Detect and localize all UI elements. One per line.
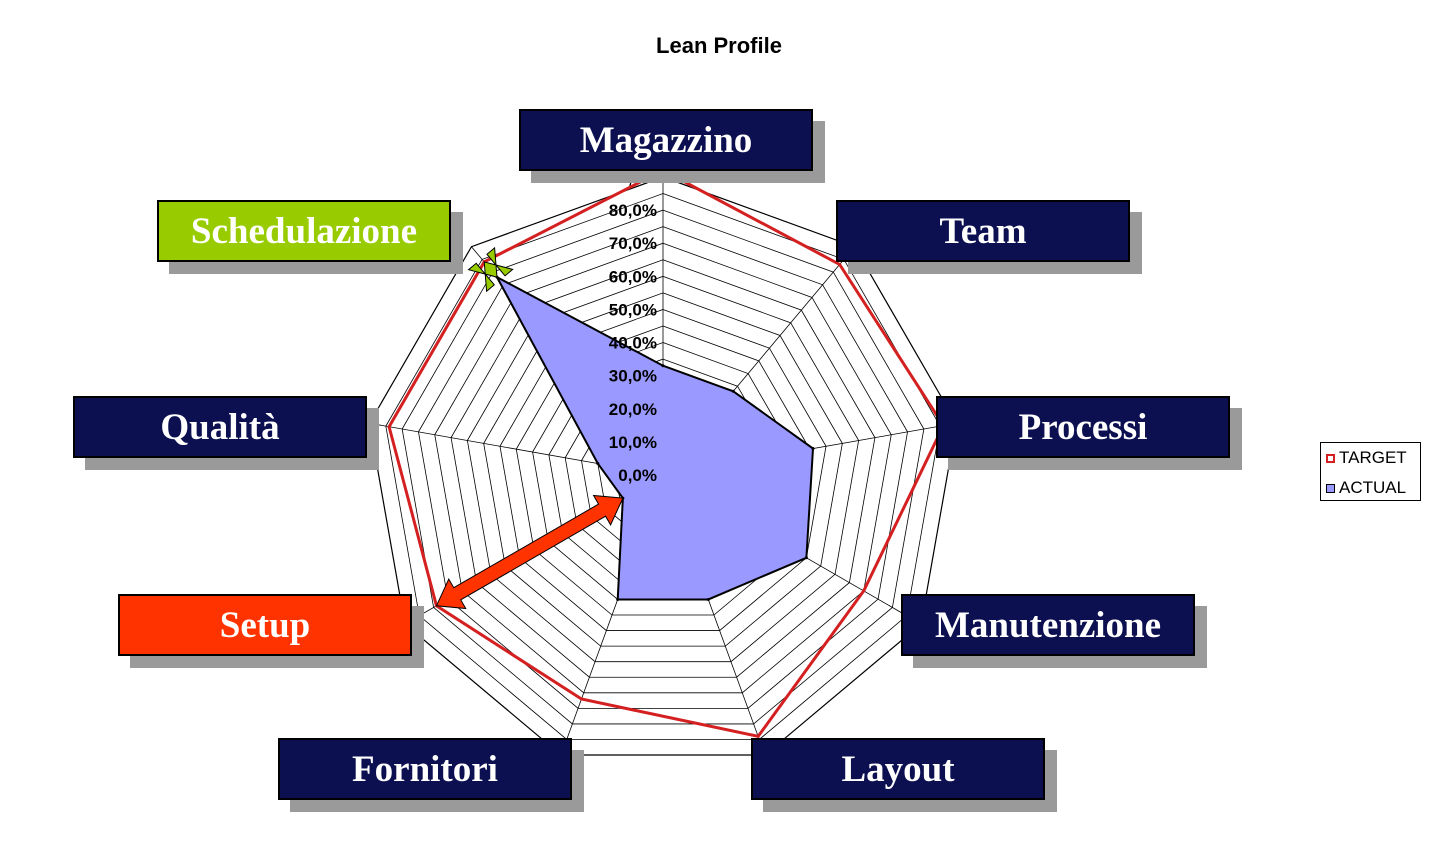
category-box-magazzino: Magazzino	[519, 109, 813, 171]
legend: TARGET ACTUAL	[1320, 442, 1421, 501]
legend-item-actual: ACTUAL	[1326, 478, 1406, 498]
actual-point-processi	[811, 447, 815, 451]
series-target-line	[387, 168, 946, 739]
grid-ring	[450, 259, 876, 678]
radar-series	[387, 168, 946, 739]
category-label: Manutenzione	[934, 604, 1162, 646]
grid-ring	[401, 209, 925, 725]
category-box-team: Team	[836, 200, 1130, 262]
category-box-qualita: Qualità	[73, 396, 367, 458]
category-label: Setup	[219, 604, 311, 646]
series-actual-area	[494, 274, 815, 601]
radial-tick-label: 70,0%	[609, 234, 657, 253]
radial-tick-label: 40,0%	[609, 334, 657, 353]
legend-label-target: TARGET	[1339, 448, 1407, 467]
actual-point-magazzino	[661, 364, 665, 368]
legend-swatch-target	[1326, 453, 1335, 463]
category-label: Schedulazione	[190, 210, 418, 252]
category-box-manutenzione: Manutenzione	[901, 594, 1195, 656]
target-point-team	[838, 262, 842, 266]
actual-point-fornitori	[616, 597, 620, 601]
target-point-qualita	[387, 425, 391, 429]
category-box-setup: Setup	[118, 594, 412, 656]
legend-item-target: TARGET	[1326, 448, 1407, 468]
legend-swatch-actual	[1326, 483, 1335, 493]
target-point-fornitori	[579, 697, 583, 701]
category-box-fornitori: Fornitori	[278, 738, 572, 800]
grid-ring	[515, 325, 811, 616]
chart-title: Lean Profile	[656, 33, 782, 58]
target-point-manutenzione	[862, 589, 866, 593]
category-label: Fornitori	[352, 748, 498, 790]
grid-ring	[385, 193, 941, 740]
highlight-arrows	[435, 246, 624, 610]
radial-tick-label: 30,0%	[609, 367, 657, 386]
grid-ring	[483, 292, 843, 647]
arrow-setup	[435, 494, 624, 610]
grid-ring	[418, 226, 908, 709]
actual-point-qualita	[596, 462, 600, 466]
category-box-schedulazione: Schedulazione	[157, 200, 451, 262]
legend-label-actual: ACTUAL	[1339, 478, 1407, 497]
category-label: Processi	[1018, 406, 1148, 448]
category-box-processi: Processi	[936, 396, 1230, 458]
target-point-layout	[756, 734, 760, 738]
category-label: Team	[939, 210, 1027, 252]
category-label: Layout	[841, 748, 955, 790]
radial-tick-label: 10,0%	[609, 433, 657, 452]
actual-point-manutenzione	[804, 556, 808, 560]
radial-tick-label: 60,0%	[609, 267, 657, 286]
category-label: Magazzino	[579, 119, 753, 161]
grid-ring	[368, 176, 958, 756]
grid-ring	[434, 242, 892, 694]
radial-tick-label: 90,0%	[609, 168, 657, 187]
arrow-schedulazione	[467, 246, 514, 293]
grid-ring	[466, 275, 860, 663]
category-box-layout: Layout	[751, 738, 1045, 800]
actual-point-layout	[706, 597, 710, 601]
radial-tick-label: 20,0%	[609, 400, 657, 419]
grid-ring	[499, 309, 827, 631]
actual-point-team	[731, 389, 735, 393]
radial-tick-label: 80,0%	[609, 201, 657, 220]
radial-tick-labels: 0,0% 10,0% 20,0% 30,0% 40,0% 50,0% 60,0% 70,0% 8…	[609, 168, 657, 485]
category-label: Qualità	[160, 406, 280, 448]
radial-tick-label: 0,0%	[618, 466, 657, 485]
radial-tick-label: 50,0%	[609, 300, 657, 319]
